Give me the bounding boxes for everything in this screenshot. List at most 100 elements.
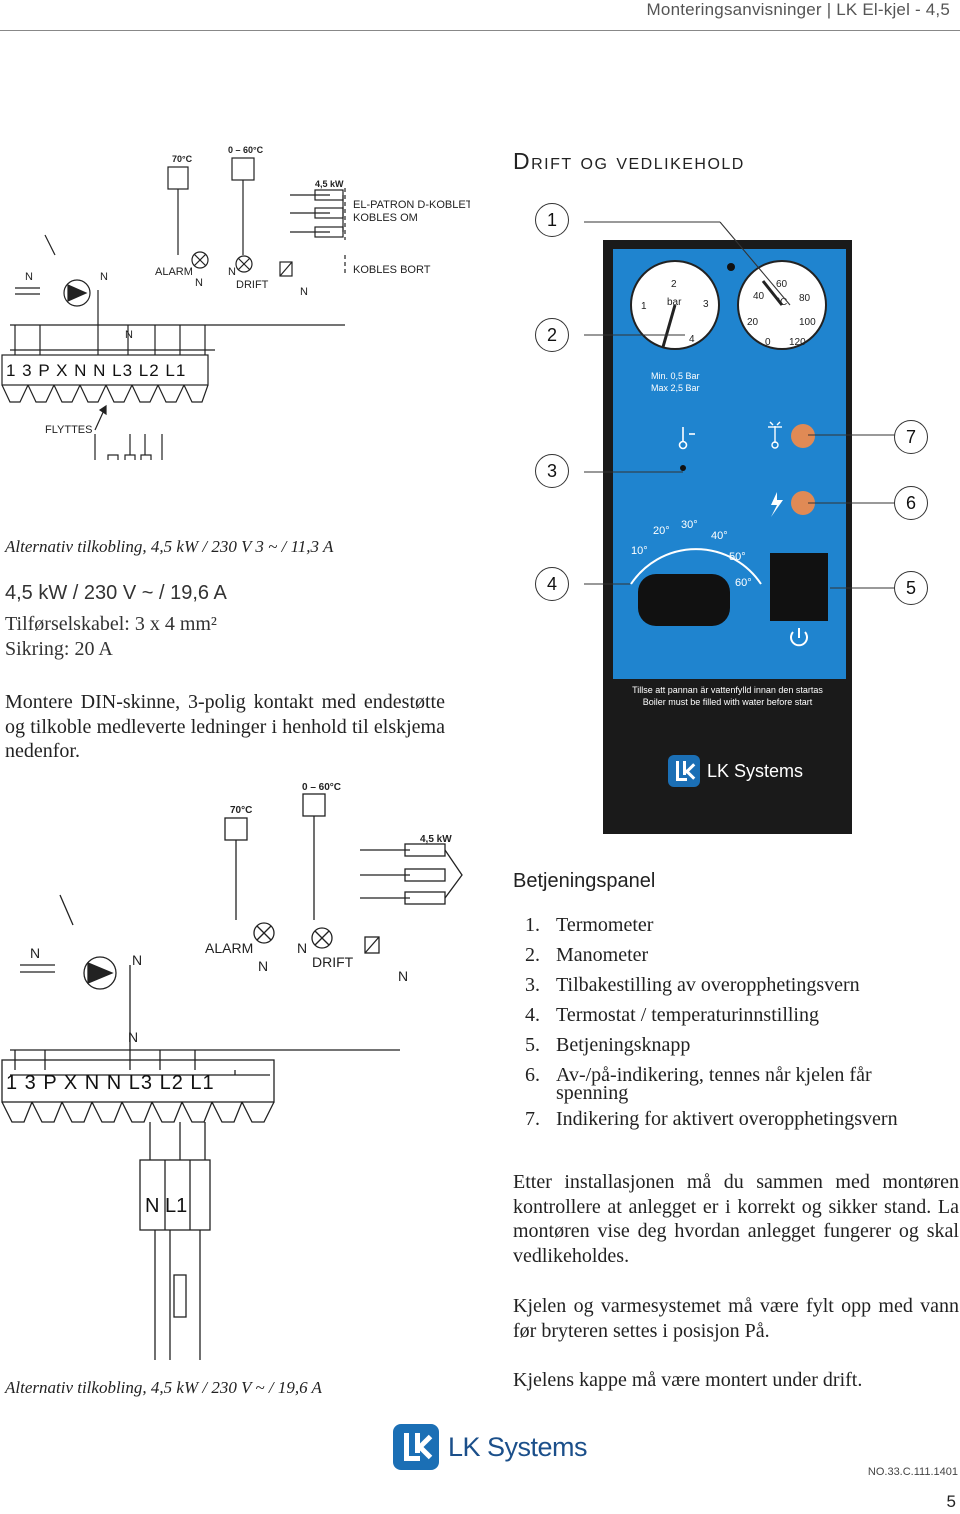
top-flyttes-label: FLYTTES <box>45 424 92 436</box>
top-n-label-2: N <box>100 271 108 283</box>
temp-tick-20: 20 <box>747 317 759 328</box>
spec-power: 4,5 kW / 230 V ~ / 19,6 A <box>5 582 227 604</box>
legend-item-4: 4.Termostat / temperaturinnstilling <box>525 1004 819 1026</box>
pressure-tick-3: 3 <box>703 299 709 310</box>
pressure-tick-1: 1 <box>641 301 647 312</box>
callout-1: 1 <box>535 203 569 237</box>
temp-unit: °C <box>776 297 787 308</box>
bottom-n-label-6: N <box>128 1029 138 1045</box>
bottom-alarm-label: ALARM <box>205 940 253 956</box>
spec-fuse: Sikring: 20 A <box>5 638 113 660</box>
temp-tick-0: 0 <box>765 337 771 348</box>
thermostat-tick-40: 40° <box>711 530 728 542</box>
callout-7: 7 <box>894 420 928 454</box>
top-terminal-strip <box>1 354 209 386</box>
top-thermostat-60-label: 0 – 60°C <box>228 145 264 155</box>
temp-tick-40: 40 <box>753 291 765 302</box>
pressure-tick-2: 2 <box>671 279 677 290</box>
bottom-supply-labels: N L1 <box>145 1195 187 1217</box>
top-kobles-bort-label: KOBLES BORT <box>353 264 431 276</box>
legend-item-1: 1.Termometer <box>525 914 654 936</box>
legend-item-3: 3.Tilbakestilling av overopphetingsvern <box>525 974 860 996</box>
footer-brand: LK Systems <box>448 1432 588 1462</box>
top-n-label-1: N <box>25 271 33 283</box>
section-title: Drift og vedlikehold <box>513 148 745 174</box>
temp-tick-100: 100 <box>799 317 816 328</box>
legend-item-7: 7.Indikering for aktivert overopphetings… <box>525 1108 898 1130</box>
power-indicator-lamp <box>791 491 815 515</box>
panel-legend-list: 1.Termometer 2.Manometer 3.Tilbakestilli… <box>525 910 898 1134</box>
panel-lk-logo <box>668 755 700 787</box>
pressure-min-label: Min. 0,5 Bar <box>651 371 700 381</box>
top-thermostat-70-box <box>167 166 189 190</box>
thermostat-tick-50: 50° <box>729 551 746 563</box>
bottom-n-label-3: N <box>258 958 268 974</box>
header-divider <box>0 30 960 31</box>
bottom-thermostat-60-label: 0 – 60°C <box>302 782 341 793</box>
bottom-terminal-labels: 1 3 P X N N L3 L2 L1 <box>6 1072 215 1094</box>
thermometer-reset-icon <box>678 427 695 450</box>
bottom-n-label-2: N <box>132 952 142 968</box>
thermostat-tick-20: 20° <box>653 525 670 537</box>
legend-item-5: 5.Betjeningsknapp <box>525 1034 691 1056</box>
top-n-label-3: N <box>195 277 203 289</box>
panel-warning-sv: Tillse att pannan är vattenfylld innan d… <box>632 685 823 695</box>
pressure-max-label: Max 2,5 Bar <box>651 383 700 393</box>
overheat-icon <box>768 421 782 449</box>
footer-doc-number: NO.33.C.111.1401 <box>867 1466 958 1478</box>
temp-tick-80: 80 <box>799 293 811 304</box>
bottom-wiring-diagram: 70°C 0 – 60°C 4,5 kW ALARM DRIFT N N N N… <box>1 782 463 1360</box>
page-number: 5 <box>946 1492 956 1511</box>
bottom-kw-label: 4,5 kW <box>420 834 452 845</box>
power-bolt-icon <box>771 492 783 517</box>
thermostat-knob[interactable] <box>638 574 730 626</box>
top-n-label-5: N <box>300 286 308 298</box>
install-text: Montere DIN-skinne, 3-polig kontakt med … <box>5 691 445 762</box>
pressure-unit: bar <box>667 297 682 308</box>
footer-lk-logo <box>393 1424 439 1470</box>
temperature-gauge-needle <box>761 280 784 306</box>
power-symbol-icon <box>790 628 808 647</box>
thermostat-tick-60: 60° <box>735 577 752 589</box>
paragraph-casing: Kjelens kappe må være montert under drif… <box>513 1369 863 1391</box>
panel-warning: Tillse att pannan är vattenfylld innan d… <box>603 684 852 708</box>
paragraph-fill-water: Kjelen og varmesystemet må være fylt opp… <box>513 1295 959 1342</box>
reset-button-anchor[interactable] <box>680 465 686 471</box>
callout-1-anchor <box>727 263 735 271</box>
bottom-n-label-5: N <box>398 968 408 984</box>
temp-tick-60: 60 <box>776 279 788 290</box>
bottom-thermostat-70-label: 70°C <box>230 805 252 816</box>
bottom-drift-label: DRIFT <box>312 954 354 970</box>
overheat-indicator-lamp <box>791 424 815 448</box>
top-alarm-label: ALARM <box>155 266 193 278</box>
pressure-gauge-needle <box>661 304 677 348</box>
panel-graphics: 1 2 3 4 bar 0 20 40 60 80 100 120 °C Min… <box>630 260 828 647</box>
paragraph-inspection: Etter installasjonen må du sammen med mo… <box>513 1171 959 1267</box>
top-wiring-diagram: 70°C 0 – 60°C 4,5 kW EL-PATRON D-KOBLET … <box>1 145 470 460</box>
top-diagram-caption: Alternativ tilkobling, 4,5 kW / 230 V 3 … <box>5 537 334 556</box>
running-header: Monteringsanvisninger | LK El-kjel - 4,5 <box>646 0 950 19</box>
bottom-diagram-caption: Alternativ tilkobling, 4,5 kW / 230 V ~ … <box>5 1378 322 1397</box>
pressure-tick-4: 4 <box>689 334 695 345</box>
top-thermostat-60-box <box>231 157 255 181</box>
main-switch[interactable] <box>770 553 828 621</box>
callout-leaders <box>584 221 896 589</box>
legend-item-2: 2.Manometer <box>525 944 649 966</box>
top-n-label-6: N <box>125 329 133 341</box>
top-drift-label: DRIFT <box>236 279 269 291</box>
callout-6: 6 <box>894 486 928 520</box>
callout-5: 5 <box>894 571 928 605</box>
top-terminal-labels: 1 3 P X N N L3 L2 L1 <box>6 361 186 380</box>
panel-warning-en: Boiler must be filled with water before … <box>642 697 813 707</box>
thermostat-tick-10: 10° <box>631 545 648 557</box>
spec-cable: Tilførselskabel: 3 x 4 mm² <box>5 613 217 635</box>
panel-brand: LK Systems <box>707 761 804 781</box>
bottom-n-label-1: N <box>30 945 40 961</box>
panel-legend-title: Betjeningspanel <box>513 870 656 892</box>
callout-3: 3 <box>535 454 569 488</box>
top-n-label-4: N <box>228 266 236 278</box>
legend-item-6: 6.Av-/på-indikering, tennes når kjelen f… <box>525 1064 872 1104</box>
thermostat-tick-30: 30° <box>681 519 698 531</box>
bottom-n-label-4: N <box>297 940 307 956</box>
top-kobles-om-label: KOBLES OM <box>353 212 418 224</box>
